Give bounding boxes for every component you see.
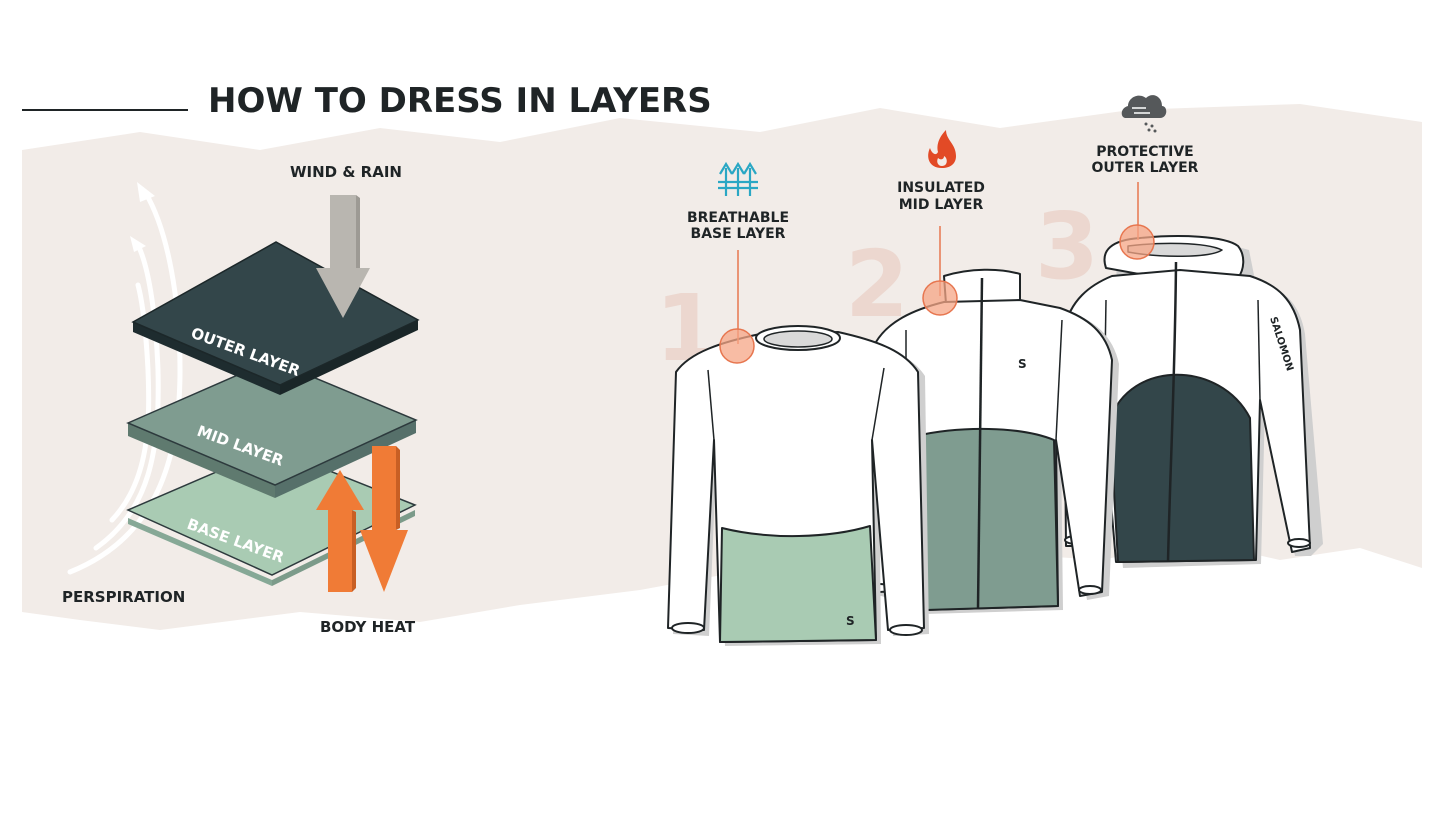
breathable-arrows-icon [718,161,758,196]
page-title: HOW TO DRESS IN LAYERS [208,81,712,121]
base-layer-callout-line2: BASE LAYER [691,226,786,242]
body-heat-label: BODY HEAT [320,618,416,636]
layer-number-3: 3 [1035,193,1099,300]
mid-layer-callout-line2: MID LAYER [899,197,984,213]
base-layer-shirt [667,325,929,646]
base-layer-callout-line1: BREATHABLE [687,210,789,226]
flame-icon [928,130,956,168]
outer-layer-jacket [1063,235,1323,569]
outer-layer-callout-line1: PROTECTIVE [1096,144,1194,160]
perspiration-label: PERSPIRATION [62,588,185,606]
wind-rain-arrow [316,195,370,318]
outer-layer-slab: OUTER LAYER [131,241,420,395]
callout-dot-outer [1119,224,1155,260]
mid-layer-callout-line1: INSULATED [897,180,985,196]
base-shirt-logo: S [846,614,855,628]
wind-rain-label: WIND & RAIN [290,163,402,181]
storm-cloud-icon [1121,95,1167,133]
perspiration-arrowheads [130,182,155,252]
mid-layer-jacket [869,268,1119,614]
body-heat-arrows [316,446,408,592]
mid-jacket-logo: S [1018,357,1027,371]
mid-layer-slab: MID LAYER [126,359,418,498]
callout-dot-mid [922,280,958,316]
outer-layer-callout-line2: OUTER LAYER [1092,160,1199,176]
callout-dot-base [719,328,755,364]
